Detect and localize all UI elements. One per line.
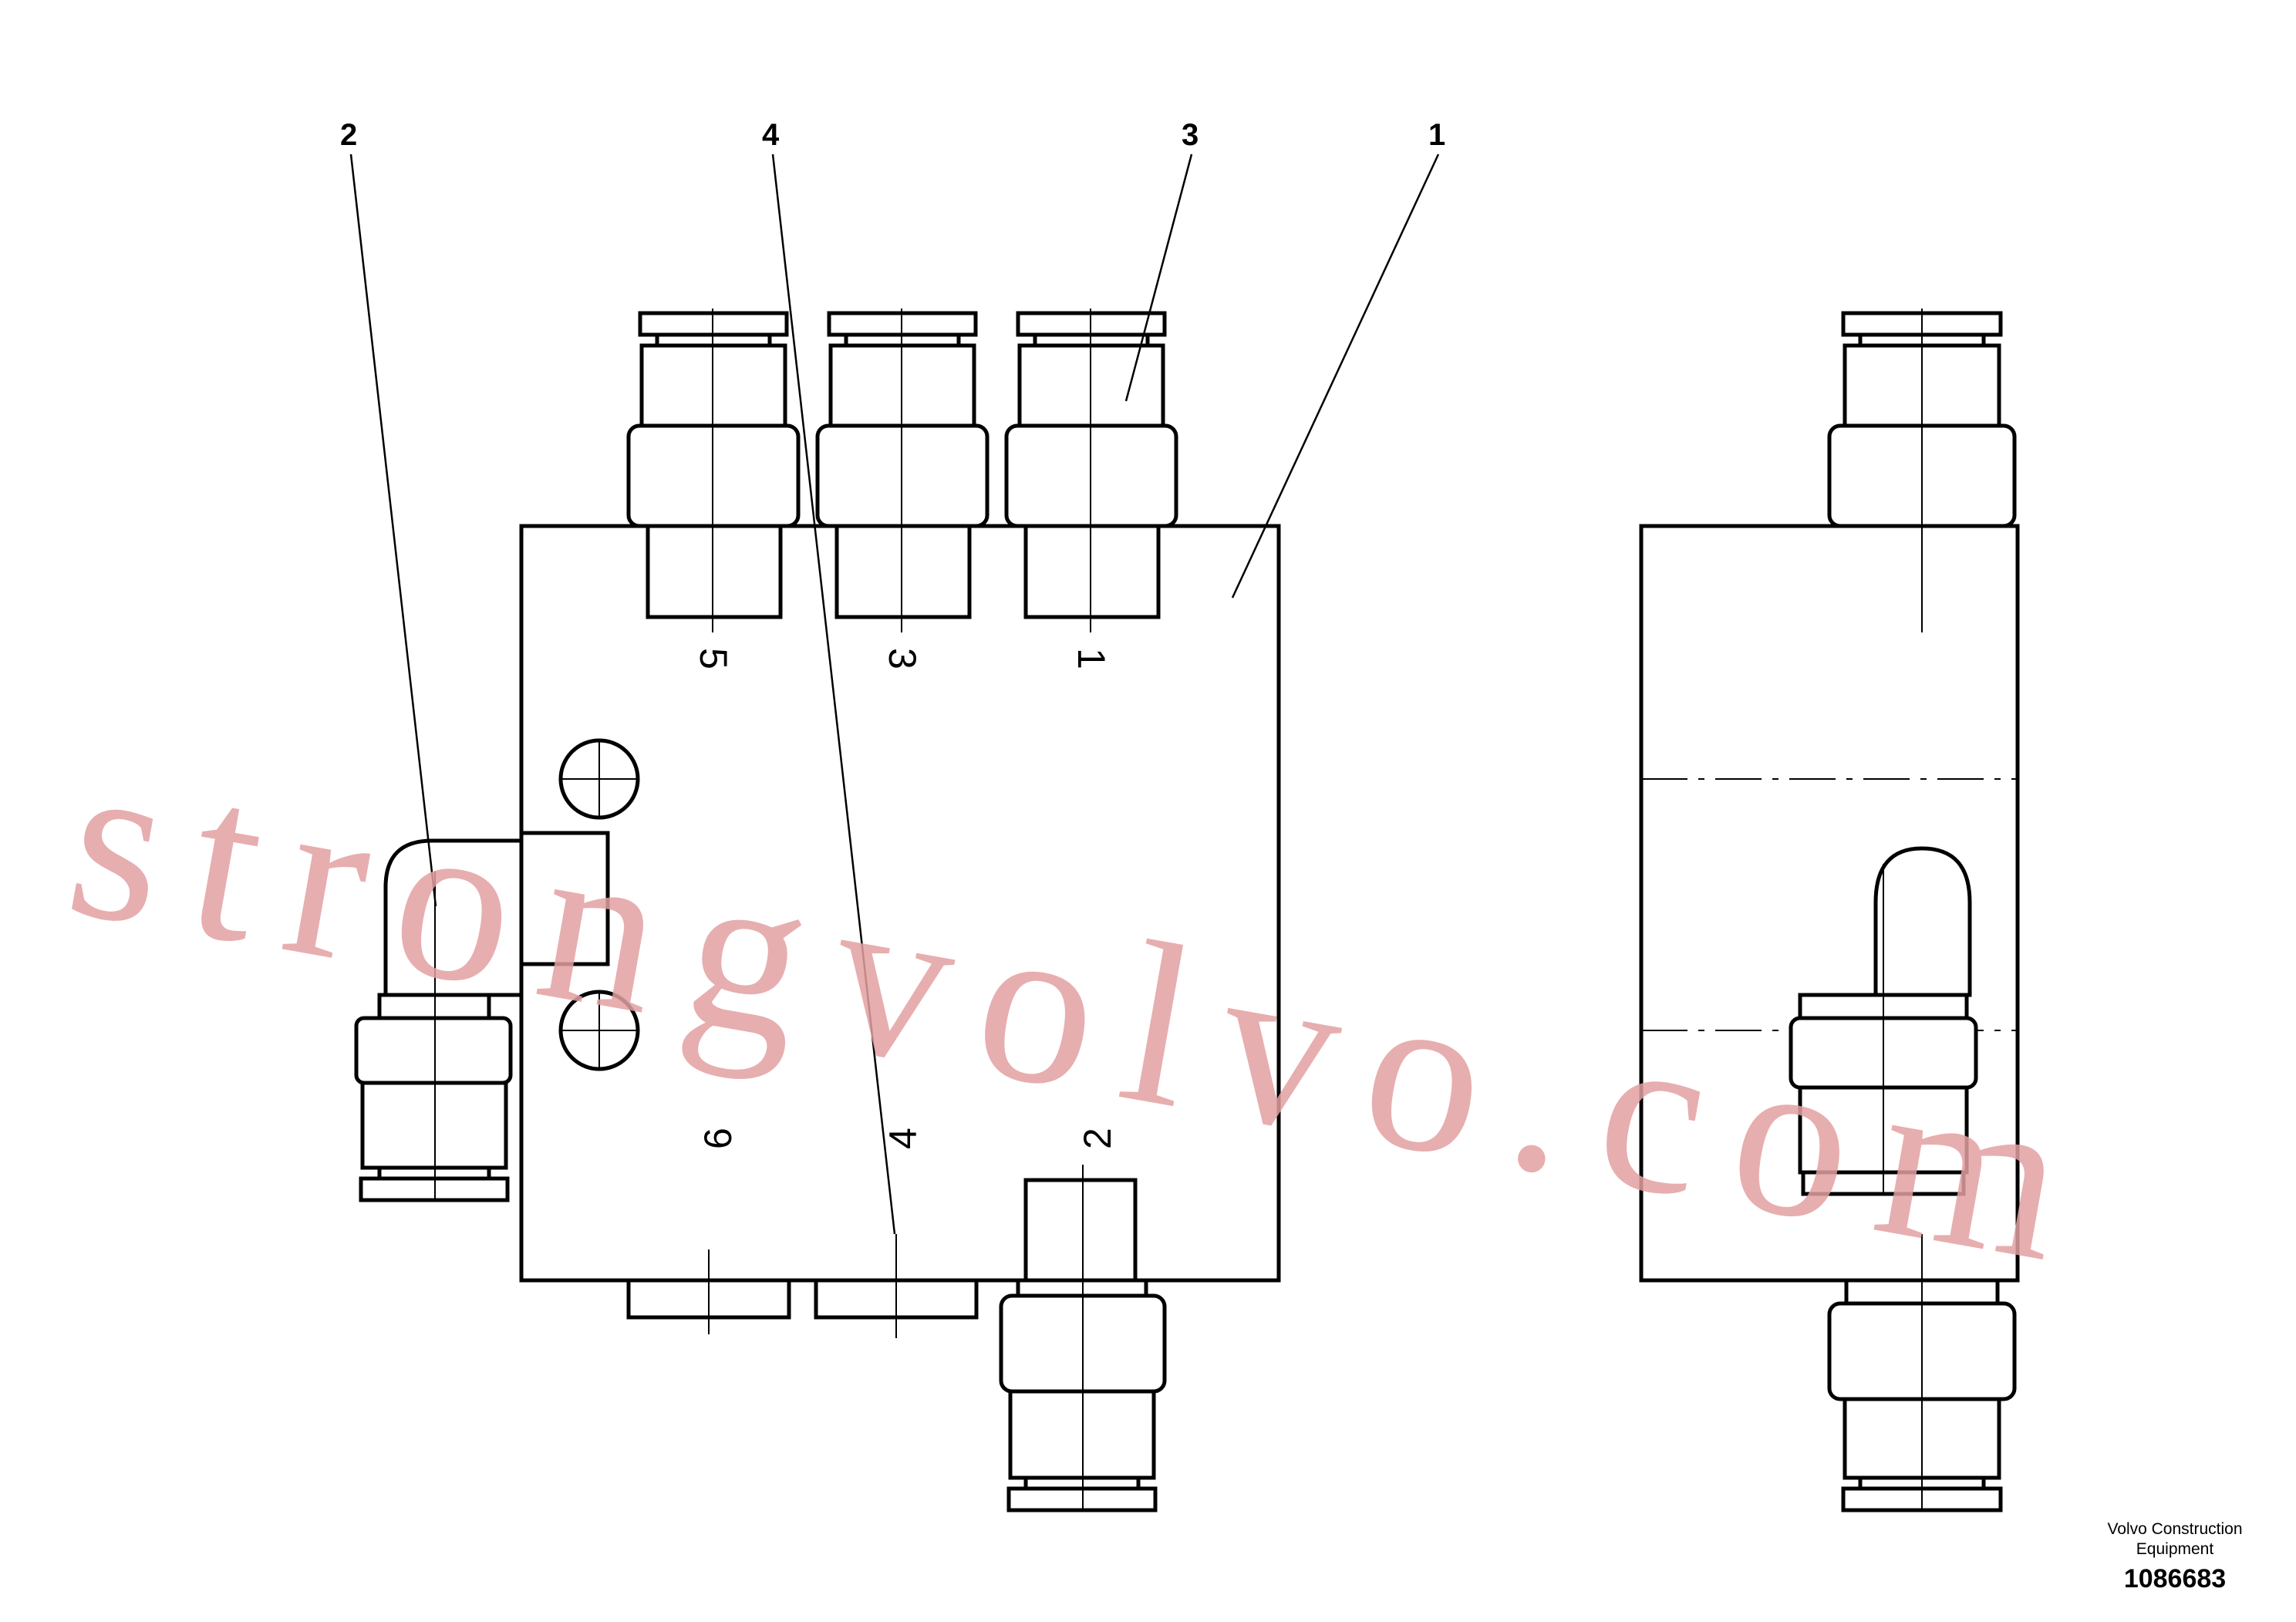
drawing-number: 1086683 xyxy=(2123,1564,2227,1593)
company-name: Volvo Construction Equipment xyxy=(2107,1520,2243,1558)
port-label-1: 1 xyxy=(1070,648,1113,669)
top-fitting-port-3 xyxy=(815,309,990,632)
callout-3: 3 xyxy=(1182,118,1199,152)
callout-leaders xyxy=(349,153,1440,1235)
plug-upper xyxy=(558,738,640,820)
top-fitting-port-5 xyxy=(626,309,801,632)
callout-1: 1 xyxy=(1428,118,1445,152)
plug-lower xyxy=(558,990,640,1071)
port-label-3: 3 xyxy=(881,648,924,669)
port-label-4: 4 xyxy=(882,1128,925,1149)
valve-block-front-view: 5 3 1 6 4 2 xyxy=(354,309,1281,1512)
port-label-6: 6 xyxy=(696,1128,740,1149)
port-label-5: 5 xyxy=(692,648,735,669)
bottom-stub-port-4 xyxy=(814,1234,979,1338)
port-label-2: 2 xyxy=(1076,1128,1119,1149)
elbow-fitting xyxy=(354,831,610,1202)
bottom-stub-port-6 xyxy=(626,1249,791,1334)
callout-2: 2 xyxy=(340,118,357,152)
valve-block-side-view xyxy=(1639,309,2020,1512)
bottom-fitting-port-2 xyxy=(999,1165,1167,1512)
top-fitting-port-1 xyxy=(1004,309,1178,632)
title-block: Volvo Construction Equipment 1086683 xyxy=(2082,1519,2267,1594)
callout-4: 4 xyxy=(762,118,780,152)
